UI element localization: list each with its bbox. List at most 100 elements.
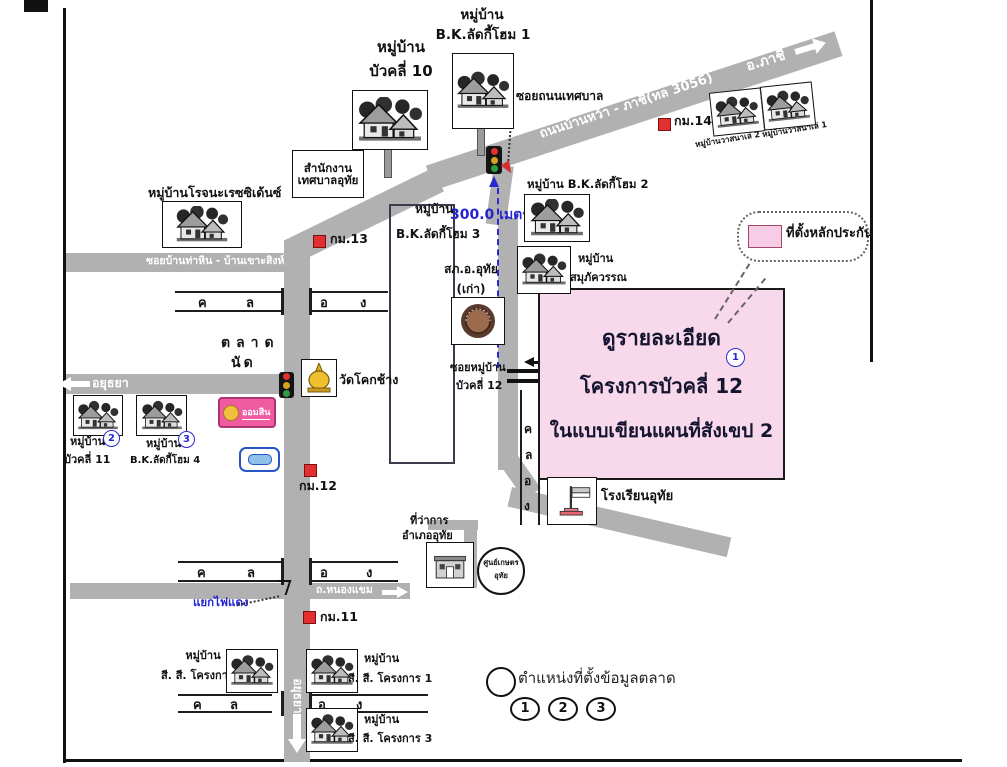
village-sign-buakhli11 [73,395,123,436]
circle-place: ศูนย์เกษตร อุทัย [477,547,525,595]
buakhli11-label2: บัวคลี่ 11 [64,453,111,466]
bridge-bar [507,369,549,373]
canal3-line [311,694,428,696]
district-office-label2: อำเภออุทัย [402,529,453,542]
canal-vert-line [520,390,522,525]
village-sign-sisi1 [306,649,358,693]
circle-place-line2: อุทัย [494,571,508,580]
village-sign-bk2 [524,194,590,242]
km12-label: กม.12 [299,478,337,493]
canal-letter: ง [524,499,530,513]
sign-pole [384,146,392,178]
to-ayutthaya-west-label: อยุธยา [92,375,129,390]
sisi1-label1: หมู่บ้าน [364,652,400,665]
phachi-arrow-icon [794,34,829,55]
house-icon [167,206,237,243]
canal-letter: ค [193,698,202,713]
village-sign-bk1 [452,53,514,129]
sisi3-label2: สี. สี. โครงการ 3 [348,732,433,745]
house-icon [764,87,811,125]
soi-banthahin-label: ซอยบ้านท่าหิน - บ้านเขาะสิงห์ [146,255,285,267]
bk3-label2: B.K.ลัดกี้โฮม 3 [396,227,481,241]
west-ayutthaya-road [66,374,296,394]
bridge-bar [507,379,549,383]
measure300-label: 300.0 เมตร [450,207,530,223]
canal-letter: อ [320,296,328,311]
legend-label: ที่ตั้งหลักประกัน [786,226,873,241]
collateral-line1: ดูรายละเอียด [602,326,721,350]
samuphak-label2: สมุภัควรรณ [570,271,627,284]
sisi3-label1: หมู่บ้าน [364,713,400,726]
blue-bank-sign [239,447,280,472]
canal1-line [175,310,283,312]
bottom-border-line [64,759,962,762]
canal-letter: อ [524,474,532,488]
right-border-line [870,0,873,362]
km-marker [658,118,671,131]
canal-letter: ล [525,448,533,462]
legend-swatch [748,225,782,248]
bk4-label2: B.K.ลัดกี้โฮม 4 [130,455,201,466]
canal3-line [178,694,272,696]
wat-sign [301,359,337,397]
legend-bubble: ที่ตั้งหลักประกัน [737,211,873,262]
soi-lane-outline [389,204,455,464]
measure300-line [497,188,499,368]
canal-letter: อ [318,698,326,713]
district-office-label1: ที่ว่าการ [410,514,449,527]
house-icon [529,199,585,237]
km11-label: กม.11 [320,609,358,624]
soi-buakhli12-label1: ซอยหมู่บ้าน [450,361,506,374]
canal1-bridge-tick [281,288,284,315]
market-point-3-badge: 3 [178,431,195,448]
sisi1-label2: สี. สี. โครงการ 1 [348,672,433,685]
soi-vertical-road-b [498,218,518,470]
yaek-fai-daeng-label: แยกไฟแดง [193,595,249,609]
school-sign [547,477,597,525]
canal-letter: ง [366,566,373,581]
aomsin-logo-icon [223,404,239,421]
canal1-line [311,310,388,312]
canal2-bridge-tick [309,558,312,585]
canal3-line [178,711,272,713]
traffic-light-icon [486,146,502,174]
sisi2-label2: สี. สี. โครงการ 2 [161,669,246,682]
main-vertical-road [284,240,310,762]
village-sign-rojana [162,201,242,248]
village-sign-bk4 [136,395,187,436]
school-flag-icon [559,486,591,516]
police-old-label2: (เก่า) [456,282,486,296]
bk1-label1: หมู่บ้าน [460,7,504,23]
canal-letter: ค [524,422,533,436]
school-label: โรงเรียนอุทัย [601,489,674,504]
canal-letter: อ [320,566,328,581]
canal2-bridge-tick [281,558,284,585]
traffic-light-icon [279,372,294,398]
nong-road [70,583,410,599]
buakhli10-label1: หมู่บ้าน [377,38,425,56]
canal2-line [178,580,283,582]
canal3-bridge-tick [281,691,284,716]
sisi2-label1: หมู่บ้าน [185,649,221,662]
market-legend-number-1: 1 [510,697,540,721]
samuphak-label1: หมู่บ้าน [578,252,614,265]
village-sign-sisi3 [306,708,358,752]
canal1-bridge-tick [309,288,312,315]
thetsaban-office-sign: สำนักงาน เทศบาลอุทัย [292,150,364,198]
house-icon [456,63,510,119]
canal-letter: ล [230,698,238,713]
house-icon [230,654,274,688]
aomsin-label: ออมสิน [242,405,271,420]
buakhli10-label2: บัวคลี่ 10 [369,62,433,80]
temple-icon [307,363,331,393]
corner-mark [24,0,48,12]
village-sign-buakhli10 [352,90,428,150]
market-label1: ตลาด [221,335,280,351]
canal1-line [175,291,283,293]
canal1-line [311,291,388,293]
nong-road-label: ถ.หนองแขม [316,584,373,596]
government-building-icon [434,555,466,579]
canal-letter: ค [198,296,207,311]
house-icon [357,97,423,143]
